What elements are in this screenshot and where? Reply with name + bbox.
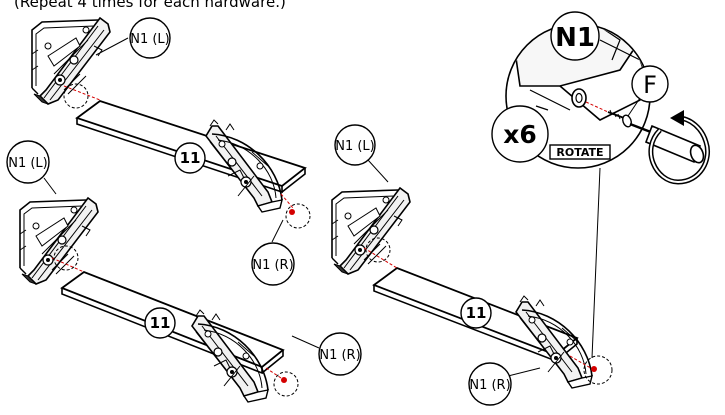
label-panel-11-top: 11 [180, 149, 201, 167]
label-n1-right-bottom: N1 (R) [319, 348, 360, 363]
label-n1-left-right: N1 (L) [335, 139, 375, 154]
label-n1-left-top: N1 (L) [130, 32, 170, 47]
label-n1-right-right: N1 (R) [469, 378, 510, 393]
bracket-left-top [31, 17, 111, 105]
label-n1-right-top: N1 (R) [252, 258, 293, 273]
bracket-left-bottom [19, 197, 99, 285]
assembly-group-top: N1 (L) 11 N1 (R) [31, 17, 311, 286]
label-panel-11-right: 11 [466, 304, 487, 322]
callout-part-label: N1 [555, 23, 595, 53]
rotate-tag: ROTATE [556, 146, 603, 159]
fastener-label: F [643, 71, 657, 99]
label-n1-left-bottom: N1 (L) [8, 156, 48, 171]
screw-icon [607, 109, 632, 128]
assembly-group-right: N1 (L) 11 N1 (R) [331, 124, 613, 406]
assembly-group-bottom: N1 (L) 11 N1 (R) [6, 140, 362, 403]
detail-callout: N1 F x6 ROTATE [491, 11, 710, 185]
header-instruction: (Repeat 4 times for each hardware.) [14, 0, 286, 11]
quantity-label: x6 [503, 120, 537, 149]
label-panel-11-bottom: 11 [150, 314, 171, 332]
rotate-arrow-icon [648, 110, 710, 185]
bracket-left-right [331, 187, 411, 275]
screwdriver-icon [629, 122, 705, 164]
